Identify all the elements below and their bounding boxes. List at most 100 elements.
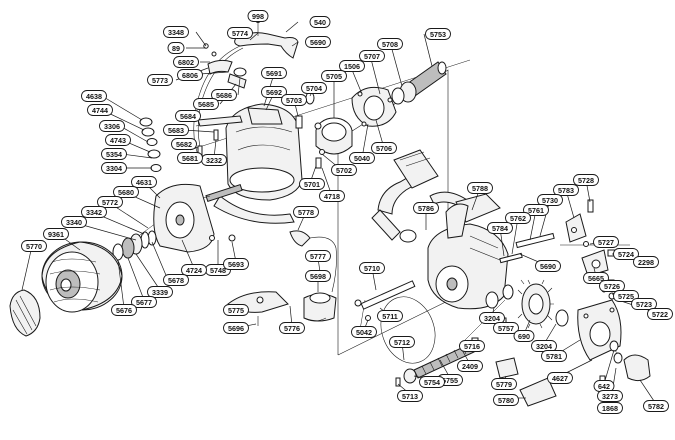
part-label-text: 9361 (48, 230, 64, 239)
part-label-box (99, 120, 125, 132)
part-label-box (319, 190, 345, 202)
part-label-text: 5753 (430, 30, 446, 39)
part-label-box (223, 322, 249, 334)
part-label-5727: 5727 (593, 236, 619, 248)
part-label-text: 3342 (86, 208, 102, 217)
part-label-box (513, 330, 535, 342)
part-label-5754: 5754 (419, 376, 445, 388)
part-label-text: 5696 (228, 324, 244, 333)
part-label-text: 5723 (636, 300, 652, 309)
part-label-text: 5701 (304, 180, 320, 189)
part-label-5713: 5713 (397, 390, 423, 402)
part-label-5762: 5762 (505, 212, 531, 224)
part-label-box (163, 26, 189, 38)
part-label-text: 5042 (356, 328, 372, 337)
part-label-text: 5777 (310, 252, 326, 261)
part-label-5781: 5781 (541, 350, 567, 362)
part-label-5724: 5724 (613, 248, 639, 260)
part-label-box (377, 310, 403, 322)
part-5693 (228, 234, 236, 242)
part-label-5779: 5779 (491, 378, 517, 390)
part-label-box (87, 104, 113, 116)
part-label-text: 5748 (210, 266, 226, 275)
part-label-text: 5757 (498, 324, 514, 333)
part-label-89: 89 (167, 42, 185, 54)
part-label-box (351, 326, 377, 338)
part-label-text: 5686 (216, 91, 232, 100)
part-label-text: 5713 (402, 392, 418, 401)
part-label-text: 5773 (152, 76, 168, 85)
part-label-5354: 5354 (101, 148, 127, 160)
part-label-5784: 5784 (487, 222, 513, 234)
part-label-text: 6802 (178, 58, 194, 67)
part-label-text: 5774 (232, 29, 248, 38)
part-label-text: 5779 (496, 380, 512, 389)
part-label-5774: 5774 (227, 27, 253, 39)
part-label-text: 5706 (376, 144, 392, 153)
part-5042 (365, 315, 371, 321)
part-label-box (523, 204, 549, 216)
part-label-5710: 5710 (359, 262, 385, 274)
part-label-9361: 9361 (43, 228, 69, 240)
pin-shaft (499, 232, 555, 264)
part-label-5686: 5686 (211, 89, 237, 101)
part-label-text: 5722 (652, 310, 668, 319)
part-label-box (493, 394, 519, 406)
part-label-5775: 5775 (223, 304, 249, 316)
part-label-text: 3348 (168, 28, 184, 37)
part-label-5757: 5757 (493, 322, 519, 334)
part-label-box (281, 94, 307, 106)
part-label-box (419, 376, 445, 388)
part-label-5693: 5693 (223, 258, 249, 270)
slider-guide (519, 377, 557, 407)
part-label-5692: 5692 (261, 86, 287, 98)
part-label-box (377, 38, 403, 50)
crank-handle (371, 149, 471, 243)
part-label-text: 5705 (326, 72, 342, 81)
part-label-box (349, 152, 375, 164)
part-label-2298: 2298 (633, 256, 659, 268)
part-label-box (647, 308, 673, 320)
part-label-5772: 5772 (97, 196, 123, 208)
part-label-text: 642 (598, 382, 610, 391)
main-drive-gear (502, 279, 569, 329)
part-label-box (111, 304, 137, 316)
part-label-box (173, 56, 199, 68)
part-label-text: 5727 (598, 238, 614, 247)
part-label-box (535, 260, 561, 272)
part-label-text: 5725 (618, 292, 634, 301)
part-label-box (331, 164, 357, 176)
part-label-box (305, 270, 331, 282)
part-label-box (101, 148, 127, 160)
part-label-5040: 5040 (349, 152, 375, 164)
part-label-4631: 4631 (131, 176, 157, 188)
part-label-text: 5762 (510, 214, 526, 223)
part-label-text: 3304 (106, 164, 122, 173)
part-label-box (547, 372, 573, 384)
part-label-4744: 4744 (87, 104, 113, 116)
part-label-3304: 3304 (101, 162, 127, 174)
part-label-box (97, 196, 123, 208)
part-label-1868: 1868 (597, 402, 623, 414)
part-label-text: 5716 (464, 342, 480, 351)
part-label-box (425, 28, 451, 40)
drag-washers (112, 230, 157, 261)
part-label-box (211, 89, 237, 101)
part-label-text: 5685 (198, 100, 214, 109)
part-label-text: 5693 (228, 260, 244, 269)
part-label-2409: 2409 (457, 360, 483, 372)
part-label-text: 5778 (298, 208, 314, 217)
part-label-box (597, 402, 623, 414)
part-label-text: 5775 (228, 306, 244, 315)
part-label-box (167, 42, 185, 54)
part-label-text: 5680 (118, 188, 134, 197)
part-label-5708: 5708 (377, 38, 403, 50)
part-label-5761: 5761 (523, 204, 549, 216)
part-label-box (223, 304, 249, 316)
part-label-3204a: 3204 (479, 312, 505, 324)
part-label-642: 642 (593, 380, 615, 392)
part-label-5702: 5702 (331, 164, 357, 176)
part-label-text: 5698 (310, 272, 326, 281)
part-label-box (491, 378, 517, 390)
part-label-text: 5707 (364, 52, 380, 61)
